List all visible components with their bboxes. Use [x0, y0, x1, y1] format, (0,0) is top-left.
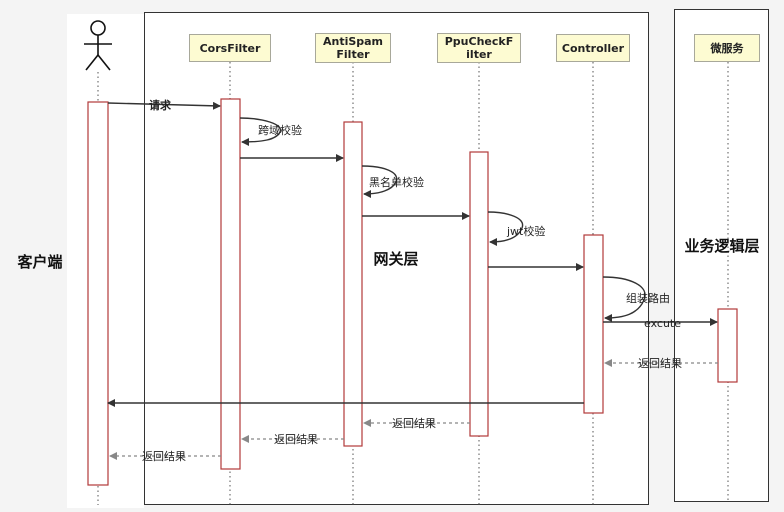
corsfilter-label: CorsFilter — [199, 41, 261, 55]
cors-check-label: 跨域校验 — [258, 124, 302, 137]
request-arrow — [107, 101, 221, 110]
request-label: 请求 — [149, 99, 171, 112]
return-service-label: 返回结果 — [638, 357, 682, 370]
client-region-label: 客户端 — [17, 253, 63, 271]
actor-icon — [84, 20, 112, 71]
self-calls — [239, 117, 646, 322]
microservice-activation — [717, 308, 738, 383]
controller-activation — [583, 234, 604, 414]
ppucheckfilter-header: PpuCheckFilter — [437, 33, 521, 63]
gateway-region-label: 网关层 — [373, 250, 419, 268]
jwt-check-label: jwt校验 — [507, 225, 546, 238]
blacklist-check-loop — [361, 165, 398, 198]
return-ppu-label: 返回结果 — [392, 417, 436, 430]
cors-activation — [220, 98, 241, 470]
assemble-route-loop — [602, 276, 646, 322]
activations — [87, 98, 738, 486]
return-antispam-label: 返回结果 — [274, 433, 318, 446]
microservice-header: 微服务 — [694, 34, 760, 62]
business-region-label: 业务逻辑层 — [684, 237, 760, 255]
jwt-check-loop — [487, 211, 524, 246]
excute-label: excute — [644, 317, 681, 330]
return-messages — [109, 359, 718, 460]
controller-label: Controller — [561, 41, 625, 55]
antispamfilter-label: AntiSpamFilter — [322, 35, 384, 61]
antispam-activation — [343, 121, 363, 447]
cors-check-loop — [239, 117, 282, 146]
blacklist-check-label: 黑名单校验 — [369, 176, 424, 189]
return-cors-label: 返回结果 — [142, 450, 186, 463]
antispamfilter-header: AntiSpamFilter — [315, 33, 391, 63]
assemble-route-label: 组装路由 — [626, 292, 670, 305]
business-frame — [674, 9, 769, 502]
ppucheck-activation — [469, 151, 489, 437]
client-activation — [87, 101, 109, 486]
ppucheckfilter-label: PpuCheckFilter — [444, 35, 514, 61]
corsfilter-header: CorsFilter — [189, 34, 271, 62]
controller-header: Controller — [556, 34, 630, 62]
microservice-label: 微服务 — [710, 41, 744, 55]
forward-messages — [107, 101, 718, 407]
